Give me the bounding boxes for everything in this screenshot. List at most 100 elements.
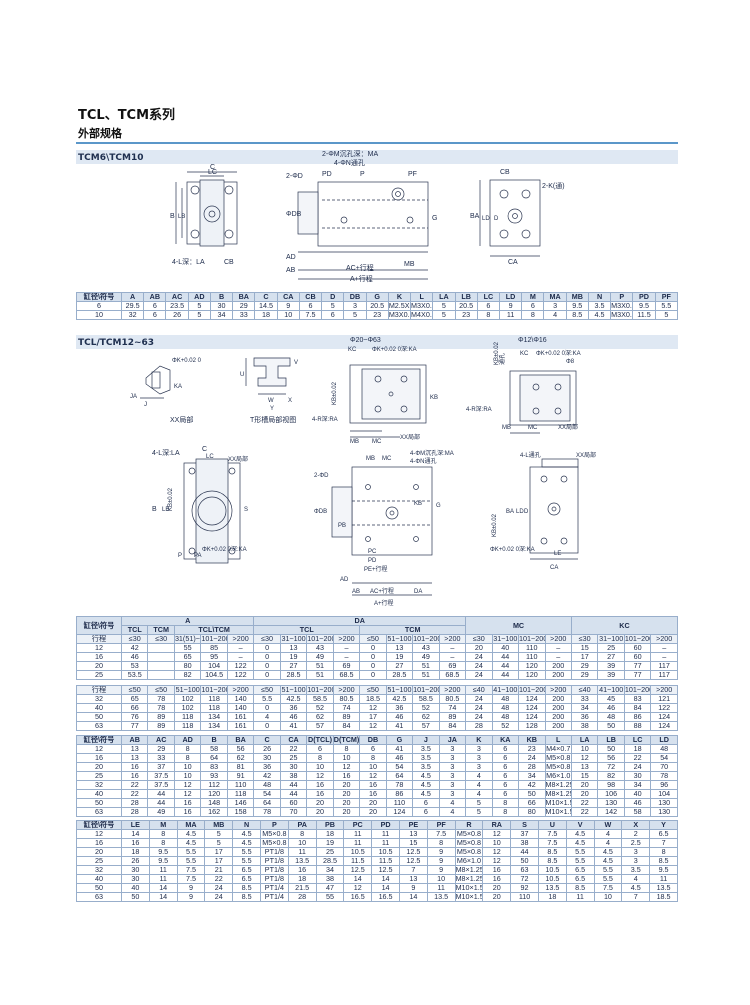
header-cell: JA — [438, 735, 467, 745]
table-cell: 89 — [147, 712, 175, 722]
table-cell: 14 — [371, 883, 400, 893]
table-cell: 14 — [371, 874, 400, 884]
table-cell: ≤30 — [465, 634, 493, 644]
table-cell: 39 — [597, 661, 625, 671]
table-cell: 25 — [76, 856, 122, 866]
table-cell: 60 — [623, 652, 652, 662]
table-cell: 14 — [121, 829, 150, 839]
table-cell: 4.5 — [621, 883, 651, 893]
table-cell: 46 — [597, 703, 625, 713]
heading-rule — [76, 142, 678, 144]
table-cell: 41~100 — [491, 685, 520, 695]
table-cell: 72 — [597, 762, 625, 772]
header-cell: 缸径\符号 — [76, 292, 122, 302]
table-cell: 16 — [287, 865, 317, 875]
table-cell: 4 — [465, 780, 493, 790]
header-cell: A — [120, 616, 255, 626]
table-cell: 28 — [120, 807, 149, 817]
table-cell: 26 — [253, 744, 281, 754]
table-cell: 86 — [385, 789, 414, 799]
table-cell: 5 — [187, 301, 211, 311]
table-cell: 142 — [597, 807, 625, 817]
table-cell: >200 — [226, 685, 255, 695]
table-cell: M3X0.5 — [410, 301, 434, 311]
table-cell: 20.5 — [365, 301, 389, 311]
table-cell: 0 — [253, 661, 281, 671]
table-cell: 6.5 — [232, 865, 261, 875]
table-cell: 14 — [398, 892, 428, 902]
table-cell: 56 — [597, 753, 625, 763]
table-cell: 13 — [120, 753, 149, 763]
table-cell: 5.5 — [565, 856, 595, 866]
table-cell: 9.5 — [148, 847, 178, 857]
dim-label: B — [170, 213, 175, 220]
table-cell: 22 — [120, 789, 149, 799]
table-cell: 18 — [287, 874, 317, 884]
table-cell: 20 — [76, 847, 122, 857]
table-cell: 37.5 — [147, 771, 175, 781]
table-cell: 5 — [465, 807, 493, 817]
table-cell: 38 — [279, 771, 308, 781]
table-cell: 0 — [359, 670, 387, 680]
table-cell: 6 — [76, 301, 122, 311]
header-cell: G — [365, 292, 389, 302]
table-cell: 11 — [426, 883, 456, 893]
table-cell: 33 — [570, 694, 599, 704]
table-cell: 48 — [491, 694, 520, 704]
table-cell: 3 — [543, 301, 567, 311]
table-cell: 5.5 — [565, 847, 595, 857]
table-cell: 12 — [76, 744, 122, 754]
table-cell: 84 — [623, 703, 652, 713]
table-cell: 13 — [398, 829, 428, 839]
table-cell: 8 — [476, 310, 500, 320]
dim-label: Φ8 — [566, 359, 575, 365]
dim-label: P — [178, 553, 182, 559]
table-cell: 14 — [148, 883, 178, 893]
dim-label: PC — [368, 549, 377, 555]
table-cell: PT1/4 — [259, 892, 289, 902]
table-cell: 29.5 — [120, 301, 145, 311]
table-cell: – — [226, 643, 255, 653]
table-cell: 16 — [359, 780, 387, 790]
dim-label: LD — [482, 216, 490, 222]
header-cell: TCL — [120, 625, 149, 635]
table-cell: 34 — [570, 703, 599, 713]
table-cell: 4.5 — [565, 838, 595, 848]
table-cell: 9 — [176, 892, 206, 902]
table-cell: 9 — [426, 865, 456, 875]
table-cell: 27 — [385, 661, 414, 671]
table-cell: 44 — [279, 780, 308, 790]
table-cell: 8 — [173, 744, 202, 754]
header-cell: C — [254, 292, 278, 302]
header-cell: KB — [518, 735, 546, 745]
header-cell: PF — [426, 820, 456, 830]
table-cell: 85 — [200, 643, 228, 653]
section-band-1 — [76, 150, 678, 164]
table-cell: 20 — [332, 789, 361, 799]
header-cell: AC — [165, 292, 189, 302]
table-cell: 24 — [465, 670, 493, 680]
table-cell: 9.5 — [148, 856, 178, 866]
table-cell: 29 — [570, 661, 599, 671]
table-cell: 12.5 — [398, 847, 428, 857]
table-cell: 18.5 — [359, 694, 387, 704]
table-cell: 48 — [597, 712, 625, 722]
table-cell: 66 — [120, 703, 149, 713]
table-cell: 200 — [544, 712, 572, 722]
dim-label: MC — [528, 425, 538, 431]
table-cell: 69 — [332, 661, 361, 671]
table-cell: 4 — [593, 838, 623, 848]
dim-label: 4-L通孔 — [520, 451, 541, 459]
header-cell: KC — [570, 616, 679, 635]
table-cell: 51 — [306, 670, 334, 680]
table-cell: 68.5 — [438, 670, 467, 680]
table-cell: 9 — [176, 883, 206, 893]
table-cell: 83 — [200, 762, 228, 772]
table-cell: 11 — [343, 838, 373, 848]
dim-label: LC — [206, 454, 214, 460]
table-cell: 200 — [544, 670, 572, 680]
dim-label: Y — [270, 406, 274, 412]
table-cell: 28 — [287, 892, 317, 902]
